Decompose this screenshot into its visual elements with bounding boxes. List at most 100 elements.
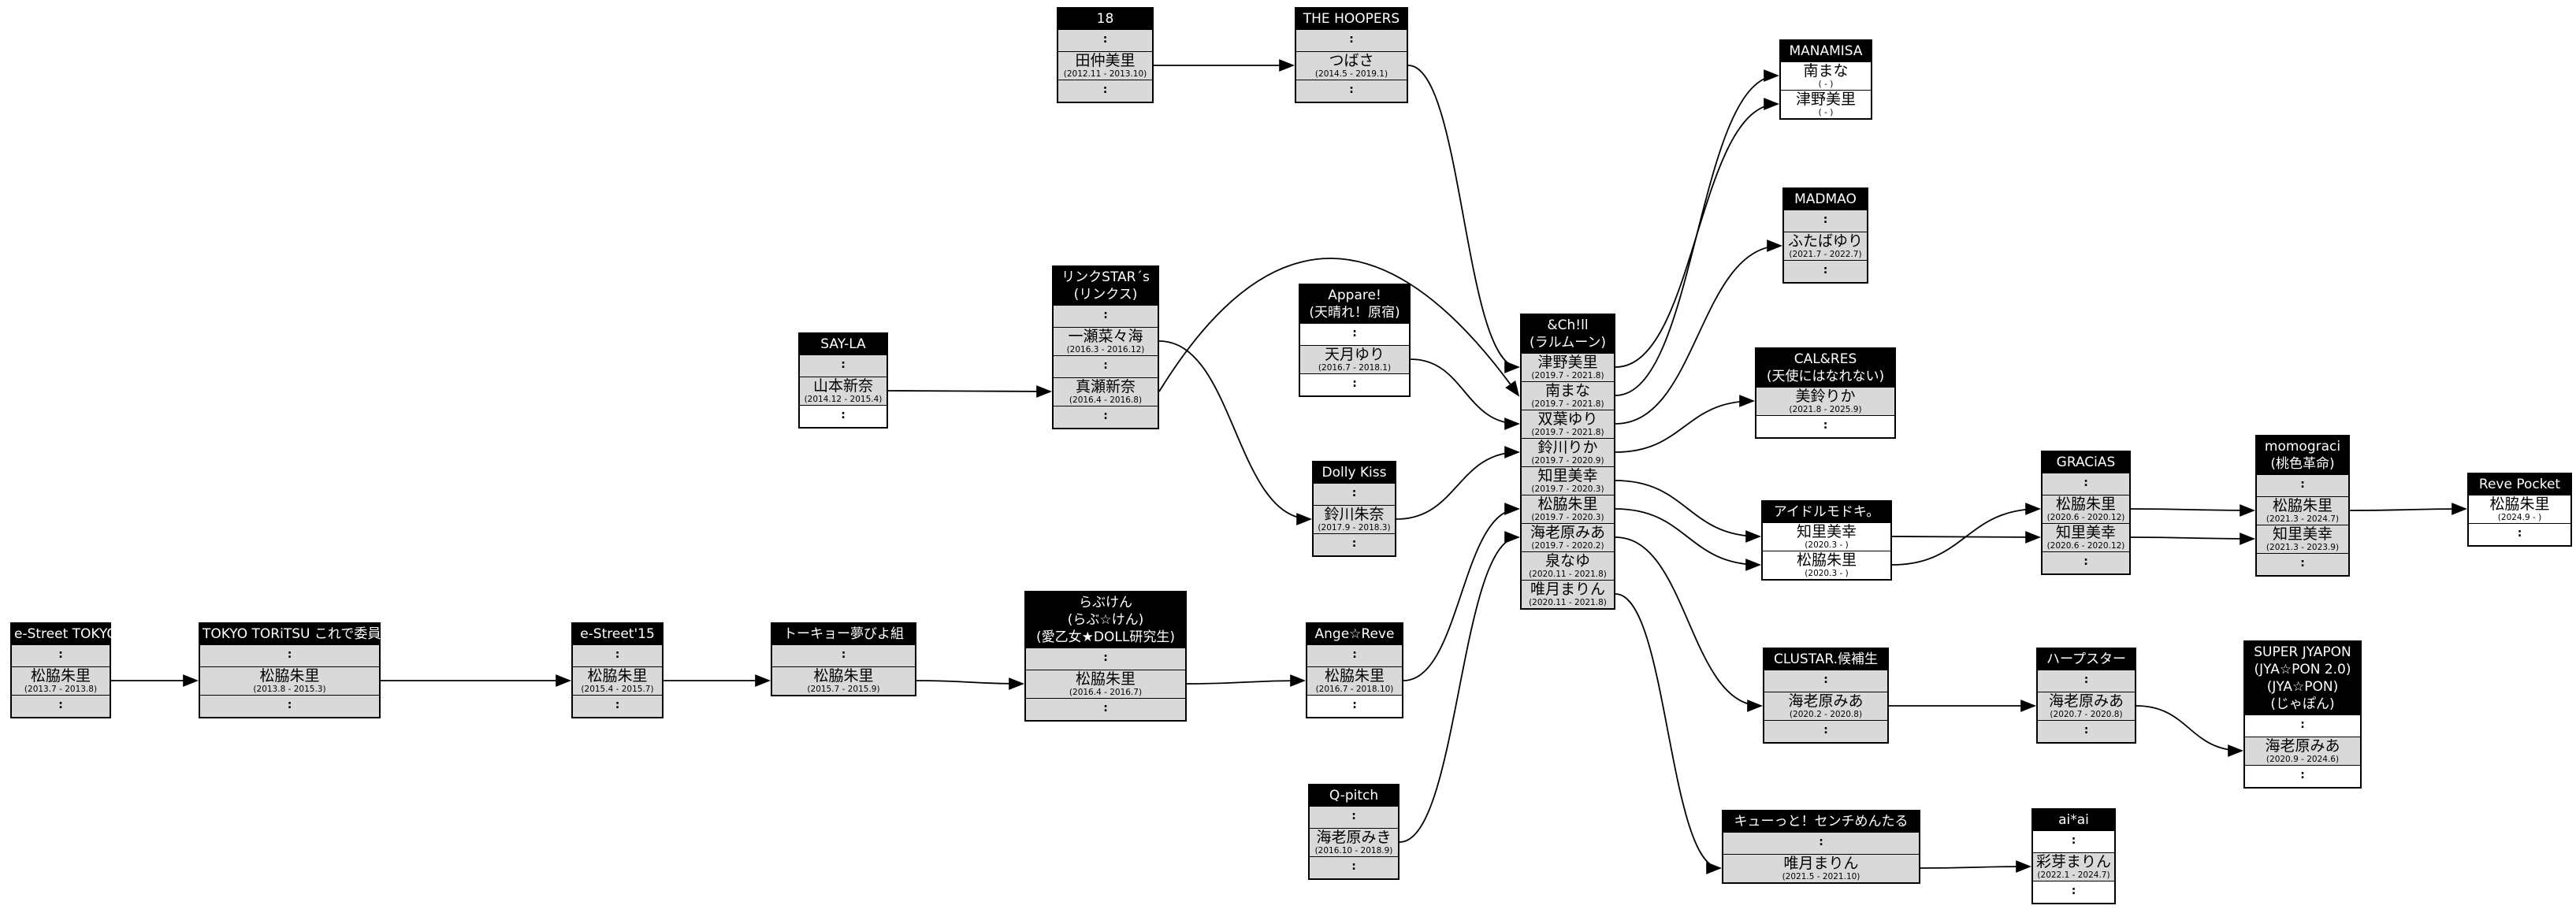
edge-arrow bbox=[1410, 358, 1520, 430]
group-title-line: らぶけん bbox=[1079, 595, 1132, 611]
member-dates: (2020.3 - ) bbox=[1805, 540, 1849, 550]
member-name: 一瀬菜々海 bbox=[1068, 328, 1143, 345]
ellipsis-row: : bbox=[1296, 80, 1407, 102]
member-dates: (2021.5 - 2021.10) bbox=[1782, 872, 1860, 881]
ellipsis-row: : bbox=[1300, 373, 1409, 395]
group-title: Ange☆Reve bbox=[1307, 624, 1402, 644]
ellipsis-row: : bbox=[2033, 830, 2114, 852]
member-dates: (2020.2 - 2020.8) bbox=[1789, 710, 1863, 719]
group-title: MANAMISA bbox=[1781, 41, 1871, 61]
member-name: 唯月まりん bbox=[1530, 581, 1605, 598]
group-node-momograci: momograci(桃色革命):松脇朱里(2021.3 - 2024.7)知里美… bbox=[2255, 435, 2350, 577]
member-dates: (2020.6 - 2020.12) bbox=[2046, 541, 2125, 551]
member-dates: (2012.11 - 2013.10) bbox=[1063, 69, 1147, 79]
member-dates: (2017.9 - 2018.3) bbox=[1318, 523, 1391, 533]
member-name: 知里美幸 bbox=[2272, 525, 2333, 543]
ellipsis-row: : bbox=[573, 695, 662, 717]
group-title-line: キューっと！センチめんたる bbox=[1734, 814, 1909, 829]
member-dates: ( - ) bbox=[1818, 80, 1834, 89]
group-title: SUPER JYAPON(JYA☆PON 2.0)(JYA☆PON)(じゃぽん) bbox=[2245, 642, 2360, 714]
member-row: 一瀬菜々海(2016.3 - 2016.12) bbox=[1054, 327, 1158, 355]
ellipsis-row: : bbox=[1764, 720, 1887, 742]
member-name: 南まな bbox=[1803, 62, 1849, 80]
member-name: 松脇朱里 bbox=[813, 667, 874, 685]
group-node-superjyapon: SUPER JYAPON(JYA☆PON 2.0)(JYA☆PON)(じゃぽん)… bbox=[2243, 640, 2362, 789]
member-name: つばさ bbox=[1329, 52, 1374, 69]
member-row: 海老原みあ(2020.2 - 2020.8) bbox=[1764, 692, 1887, 720]
member-row: 松脇朱里(2024.9 - ) bbox=[2469, 495, 2570, 523]
group-title: MADMAO bbox=[1784, 189, 1867, 210]
ellipsis-row: : bbox=[1723, 832, 1919, 854]
member-dates: (2024.9 - ) bbox=[2497, 513, 2542, 522]
group-node-hoopers: THE HOOPERS:つばさ(2014.5 - 2019.1): bbox=[1295, 7, 1408, 103]
group-node-links: リンクSTAR´s(リンクス):一瀬菜々海(2016.3 - 2016.12):… bbox=[1052, 265, 1159, 429]
member-dates: (2020.11 - 2021.8) bbox=[1529, 570, 1607, 579]
group-node-harpstar: ハープスター:海老原みあ(2020.7 - 2020.8): bbox=[2036, 648, 2136, 744]
ellipsis-row: : bbox=[2043, 551, 2129, 573]
group-title-line: THE HOOPERS bbox=[1303, 11, 1400, 27]
member-row: 知里美幸(2020.3 - ) bbox=[1763, 522, 1890, 551]
member-row: 泉なゆ(2020.11 - 2021.8) bbox=[1522, 551, 1614, 580]
ellipsis-row: : bbox=[2038, 720, 2135, 742]
member-dates: ( - ) bbox=[1818, 108, 1834, 117]
edge-arrow bbox=[1403, 503, 1520, 681]
member-dates: (2019.7 - 2021.8) bbox=[1531, 371, 1604, 380]
group-title-line: リンクSTAR´s bbox=[1061, 269, 1150, 285]
member-dates: (2022.1 - 2024.7) bbox=[2037, 870, 2110, 880]
group-node-dolly: Dolly Kiss:鈴川朱奈(2017.9 - 2018.3): bbox=[1312, 461, 1396, 557]
group-title-line: e-Street'15 bbox=[580, 626, 655, 642]
group-title-line: Dolly Kiss bbox=[1321, 465, 1387, 481]
member-dates: (2016.7 - 2018.10) bbox=[1315, 685, 1394, 694]
member-name: 田仲美里 bbox=[1075, 52, 1136, 69]
group-title: ai*ai bbox=[2033, 810, 2114, 830]
member-row: 彩芽まりん(2022.1 - 2024.7) bbox=[2033, 852, 2114, 881]
member-row: 知里美幸(2019.7 - 2020.3) bbox=[1522, 466, 1614, 495]
ellipsis-row: : bbox=[1314, 533, 1395, 555]
member-dates: (2019.7 - 2021.8) bbox=[1531, 399, 1604, 409]
group-title: momograci(桃色革命) bbox=[2257, 436, 2348, 474]
edge-arrow bbox=[2130, 504, 2255, 517]
member-row: 松脇朱里(2020.3 - ) bbox=[1763, 551, 1890, 579]
member-row: 南まな( - ) bbox=[1781, 61, 1871, 90]
member-dates: (2020.3 - ) bbox=[1805, 569, 1849, 578]
member-row: 松脇朱里(2019.7 - 2020.3) bbox=[1522, 495, 1614, 523]
group-title-line: SAY-LA bbox=[820, 336, 866, 352]
member-name: 南まな bbox=[1544, 382, 1590, 399]
edge-arrow bbox=[1615, 480, 1761, 543]
member-name: 松脇朱里 bbox=[2272, 497, 2333, 514]
member-dates: (2014.5 - 2019.1) bbox=[1314, 69, 1388, 79]
member-name: 天月ゆり bbox=[1324, 346, 1385, 363]
group-title-line: アイドルモドキ。 bbox=[1773, 504, 1880, 520]
edge-arrow bbox=[2136, 705, 2243, 757]
ellipsis-row: : bbox=[800, 354, 887, 377]
group-title-line: (リンクス) bbox=[1073, 287, 1138, 302]
edge-arrow bbox=[1891, 503, 2041, 566]
member-dates: (2016.4 - 2016.7) bbox=[1069, 688, 1143, 697]
member-row: 海老原みあ(2020.9 - 2024.6) bbox=[2245, 737, 2360, 765]
member-dates: (2020.11 - 2021.8) bbox=[1529, 598, 1607, 607]
ellipsis-row: : bbox=[1307, 644, 1402, 666]
member-row: 知里美幸(2021.3 - 2023.9) bbox=[2257, 525, 2348, 553]
group-node-eighteen: 18:田仲美里(2012.11 - 2013.10): bbox=[1057, 7, 1154, 103]
group-title-line: momograci bbox=[2264, 439, 2341, 455]
group-title: e-Street TOKYO bbox=[12, 624, 117, 644]
member-dates: (2019.7 - 2020.2) bbox=[1531, 541, 1604, 551]
member-row: 松脇朱里(2020.6 - 2020.12) bbox=[2043, 495, 2129, 523]
member-row: 田仲美里(2012.11 - 2013.10) bbox=[1058, 51, 1152, 80]
member-name: 海老原みき bbox=[1316, 829, 1392, 846]
group-title: GRACiAS bbox=[2043, 452, 2129, 473]
ellipsis-row: : bbox=[1307, 695, 1402, 717]
member-dates: (2021.3 - 2023.9) bbox=[2266, 543, 2340, 552]
member-row: 松脇朱里(2015.7 - 2015.9) bbox=[772, 666, 915, 695]
member-row: 松脇朱里(2016.4 - 2016.7) bbox=[1026, 670, 1185, 698]
group-node-andchill: &Ch!ll(ラルムーン)津野美里(2019.7 - 2021.8)南まな(20… bbox=[1520, 314, 1615, 610]
group-node-loveken: らぶけん(らぶ☆けん)(愛乙女★DOLL研究生):松脇朱里(2016.4 - 2… bbox=[1024, 591, 1187, 722]
group-title-line: CLUSTAR.候補生 bbox=[1773, 651, 1879, 667]
member-dates: (2015.4 - 2015.7) bbox=[581, 685, 654, 694]
member-row: 松脇朱里(2021.3 - 2024.7) bbox=[2257, 496, 2348, 525]
member-row: 南まな(2019.7 - 2021.8) bbox=[1522, 381, 1614, 410]
member-dates: (2019.7 - 2020.9) bbox=[1531, 456, 1604, 466]
group-node-appare: Appare!(天晴れ！原宿):天月ゆり(2016.7 - 2018.1): bbox=[1299, 284, 1411, 397]
